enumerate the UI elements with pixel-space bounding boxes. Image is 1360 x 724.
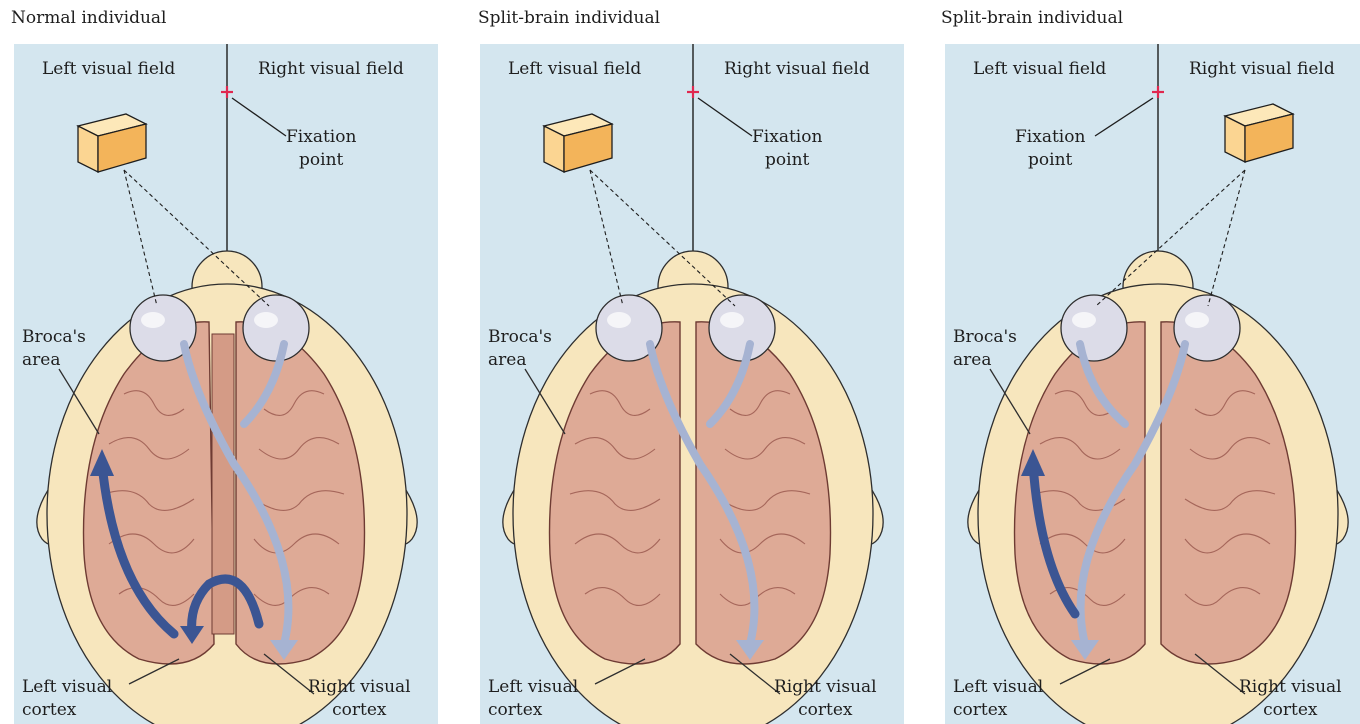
left-visual-field-label: Left visual field (508, 58, 641, 81)
fixation-leader (1095, 98, 1153, 136)
fixation-leader (232, 98, 286, 136)
cube-icon (78, 114, 146, 172)
left-visual-field-label: Left visual field (973, 58, 1106, 81)
brain-diagram (945, 44, 1360, 724)
cube-icon (1225, 104, 1293, 162)
cube-icon (544, 114, 612, 172)
right-eye (709, 295, 775, 361)
left-visual-field-label: Left visual field (42, 58, 175, 81)
brain-diagram (14, 44, 438, 724)
brain-hemispheres (84, 322, 365, 664)
right-visual-field-label: Right visual field (724, 58, 870, 81)
right-visual-field-label: Right visual field (1189, 58, 1335, 81)
fixation-point-marker (687, 86, 699, 98)
panel-title-split-brain-1: Split-brain individual (478, 8, 660, 28)
panel-title-split-brain-2: Split-brain individual (941, 8, 1123, 28)
panel-normal-individual: Left visual field Right visual field Fix… (14, 44, 438, 724)
right-visual-field-label: Right visual field (258, 58, 404, 81)
panel-split-brain-left-field: Left visual field Right visual field Fix… (480, 44, 904, 724)
right-eye (243, 295, 309, 361)
fixation-point-marker (221, 86, 233, 98)
fixation-point-marker (1152, 86, 1164, 98)
fixation-leader (698, 98, 752, 136)
left-eye (1061, 295, 1127, 361)
brain-diagram (480, 44, 904, 724)
panel-split-brain-right-field: Left visual field Right visual field Fix… (945, 44, 1360, 724)
panel-title-normal: Normal individual (11, 8, 166, 28)
